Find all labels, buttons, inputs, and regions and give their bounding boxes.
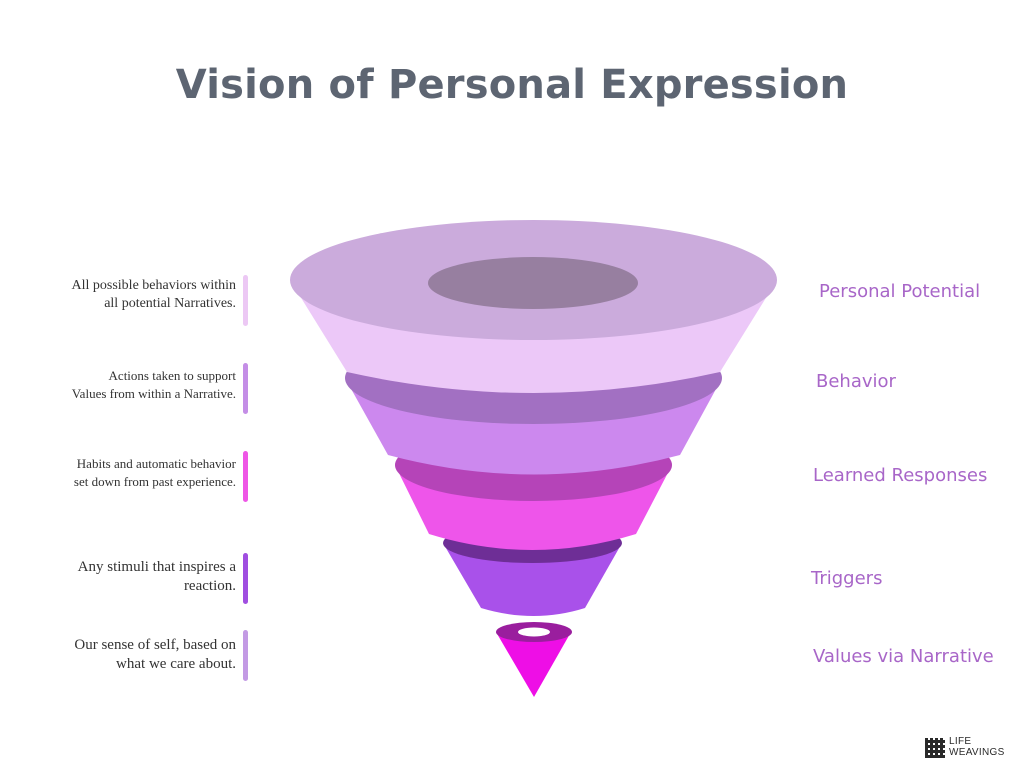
woven-grid-icon xyxy=(925,738,945,758)
page-title: Vision of Personal Expression xyxy=(175,62,849,108)
funnel-layer-potential-hole xyxy=(428,257,638,309)
label-learned-responses: Learned Responses xyxy=(813,465,988,486)
tick-behavior xyxy=(243,363,248,414)
logo-text: LIFE WEAVINGS xyxy=(949,736,1005,758)
funnel-layer-values xyxy=(496,632,571,697)
tick-values-via-narrative xyxy=(243,630,248,681)
label-behavior: Behavior xyxy=(816,371,896,392)
tick-personal-potential xyxy=(243,275,248,326)
description-personal-potential: All possible behaviors within all potent… xyxy=(71,278,237,311)
tick-triggers xyxy=(243,553,248,604)
life-weavings-logo: LIFE WEAVINGS xyxy=(925,736,1015,760)
label-personal-potential: Personal Potential xyxy=(819,281,981,302)
description-learned-responses: Habits and automatic behavior set down f… xyxy=(73,456,236,489)
label-triggers: Triggers xyxy=(811,568,883,589)
description-behavior: Actions taken to support Values from wit… xyxy=(71,368,236,401)
label-values-via-narrative: Values via Narrative xyxy=(813,646,994,667)
description-triggers: Any stimuli that inspires a reaction. xyxy=(77,559,236,594)
funnel-layer-triggers xyxy=(443,543,622,616)
description-values-via-narrative: Our sense of self, based on what we care… xyxy=(74,637,236,672)
tick-learned-responses xyxy=(243,451,248,502)
funnel-layer-values-hole xyxy=(518,627,550,637)
